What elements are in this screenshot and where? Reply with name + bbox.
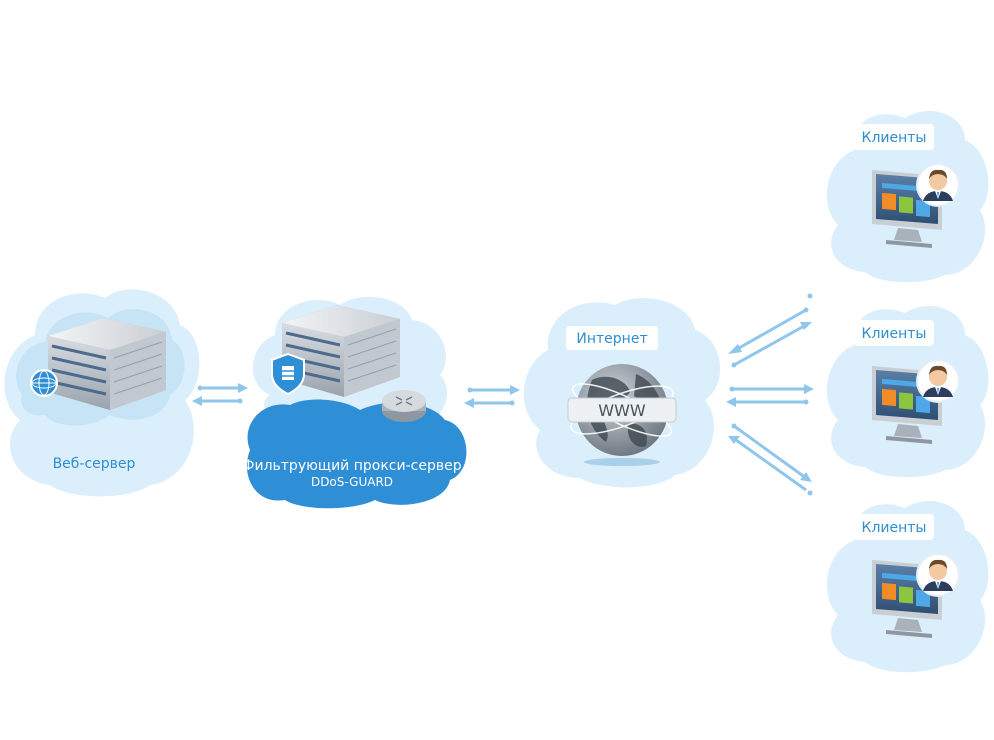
web-server-cloud: Веб-сервер xyxy=(4,289,200,497)
link-internet-clients xyxy=(726,293,814,496)
internet-label-box xyxy=(566,326,658,350)
clients-label: Клиенты xyxy=(862,326,927,342)
client-cloud-2: Клиенты xyxy=(826,305,989,478)
link-proxy-internet xyxy=(464,385,520,408)
internet-cloud: Интернет WWW xyxy=(523,298,721,488)
clients-label: Клиенты xyxy=(862,130,927,146)
web-server-label: Веб-сервер xyxy=(53,456,136,472)
clients-label-box xyxy=(854,124,934,150)
web-server-rack-icon xyxy=(46,316,168,412)
www-text: WWW xyxy=(598,401,646,420)
proxy-label-line1: Фильтрующий прокси-сервер xyxy=(242,458,461,474)
globe-icon: WWW xyxy=(567,364,677,466)
user-avatar-icon xyxy=(916,359,960,403)
clients-label-box xyxy=(854,514,934,540)
clients-label-box xyxy=(854,320,934,346)
user-avatar-icon xyxy=(916,553,960,597)
clients-label: Клиенты xyxy=(862,520,927,536)
link-web-proxy xyxy=(192,383,248,406)
router-icon xyxy=(382,390,426,422)
proxy-label-line2: DDoS-GUARD xyxy=(311,475,393,489)
internet-label: Интернет xyxy=(576,331,647,347)
client-cloud-3: Клиенты xyxy=(826,500,989,673)
www-banner xyxy=(567,397,677,423)
user-avatar-icon xyxy=(916,163,960,207)
client-cloud-1: Клиенты xyxy=(826,110,989,283)
shield-icon xyxy=(271,352,305,396)
globe-badge-icon xyxy=(30,369,58,397)
proxy-cloud: Фильтрующий прокси-сервер DDoS-GUARD xyxy=(242,296,467,509)
